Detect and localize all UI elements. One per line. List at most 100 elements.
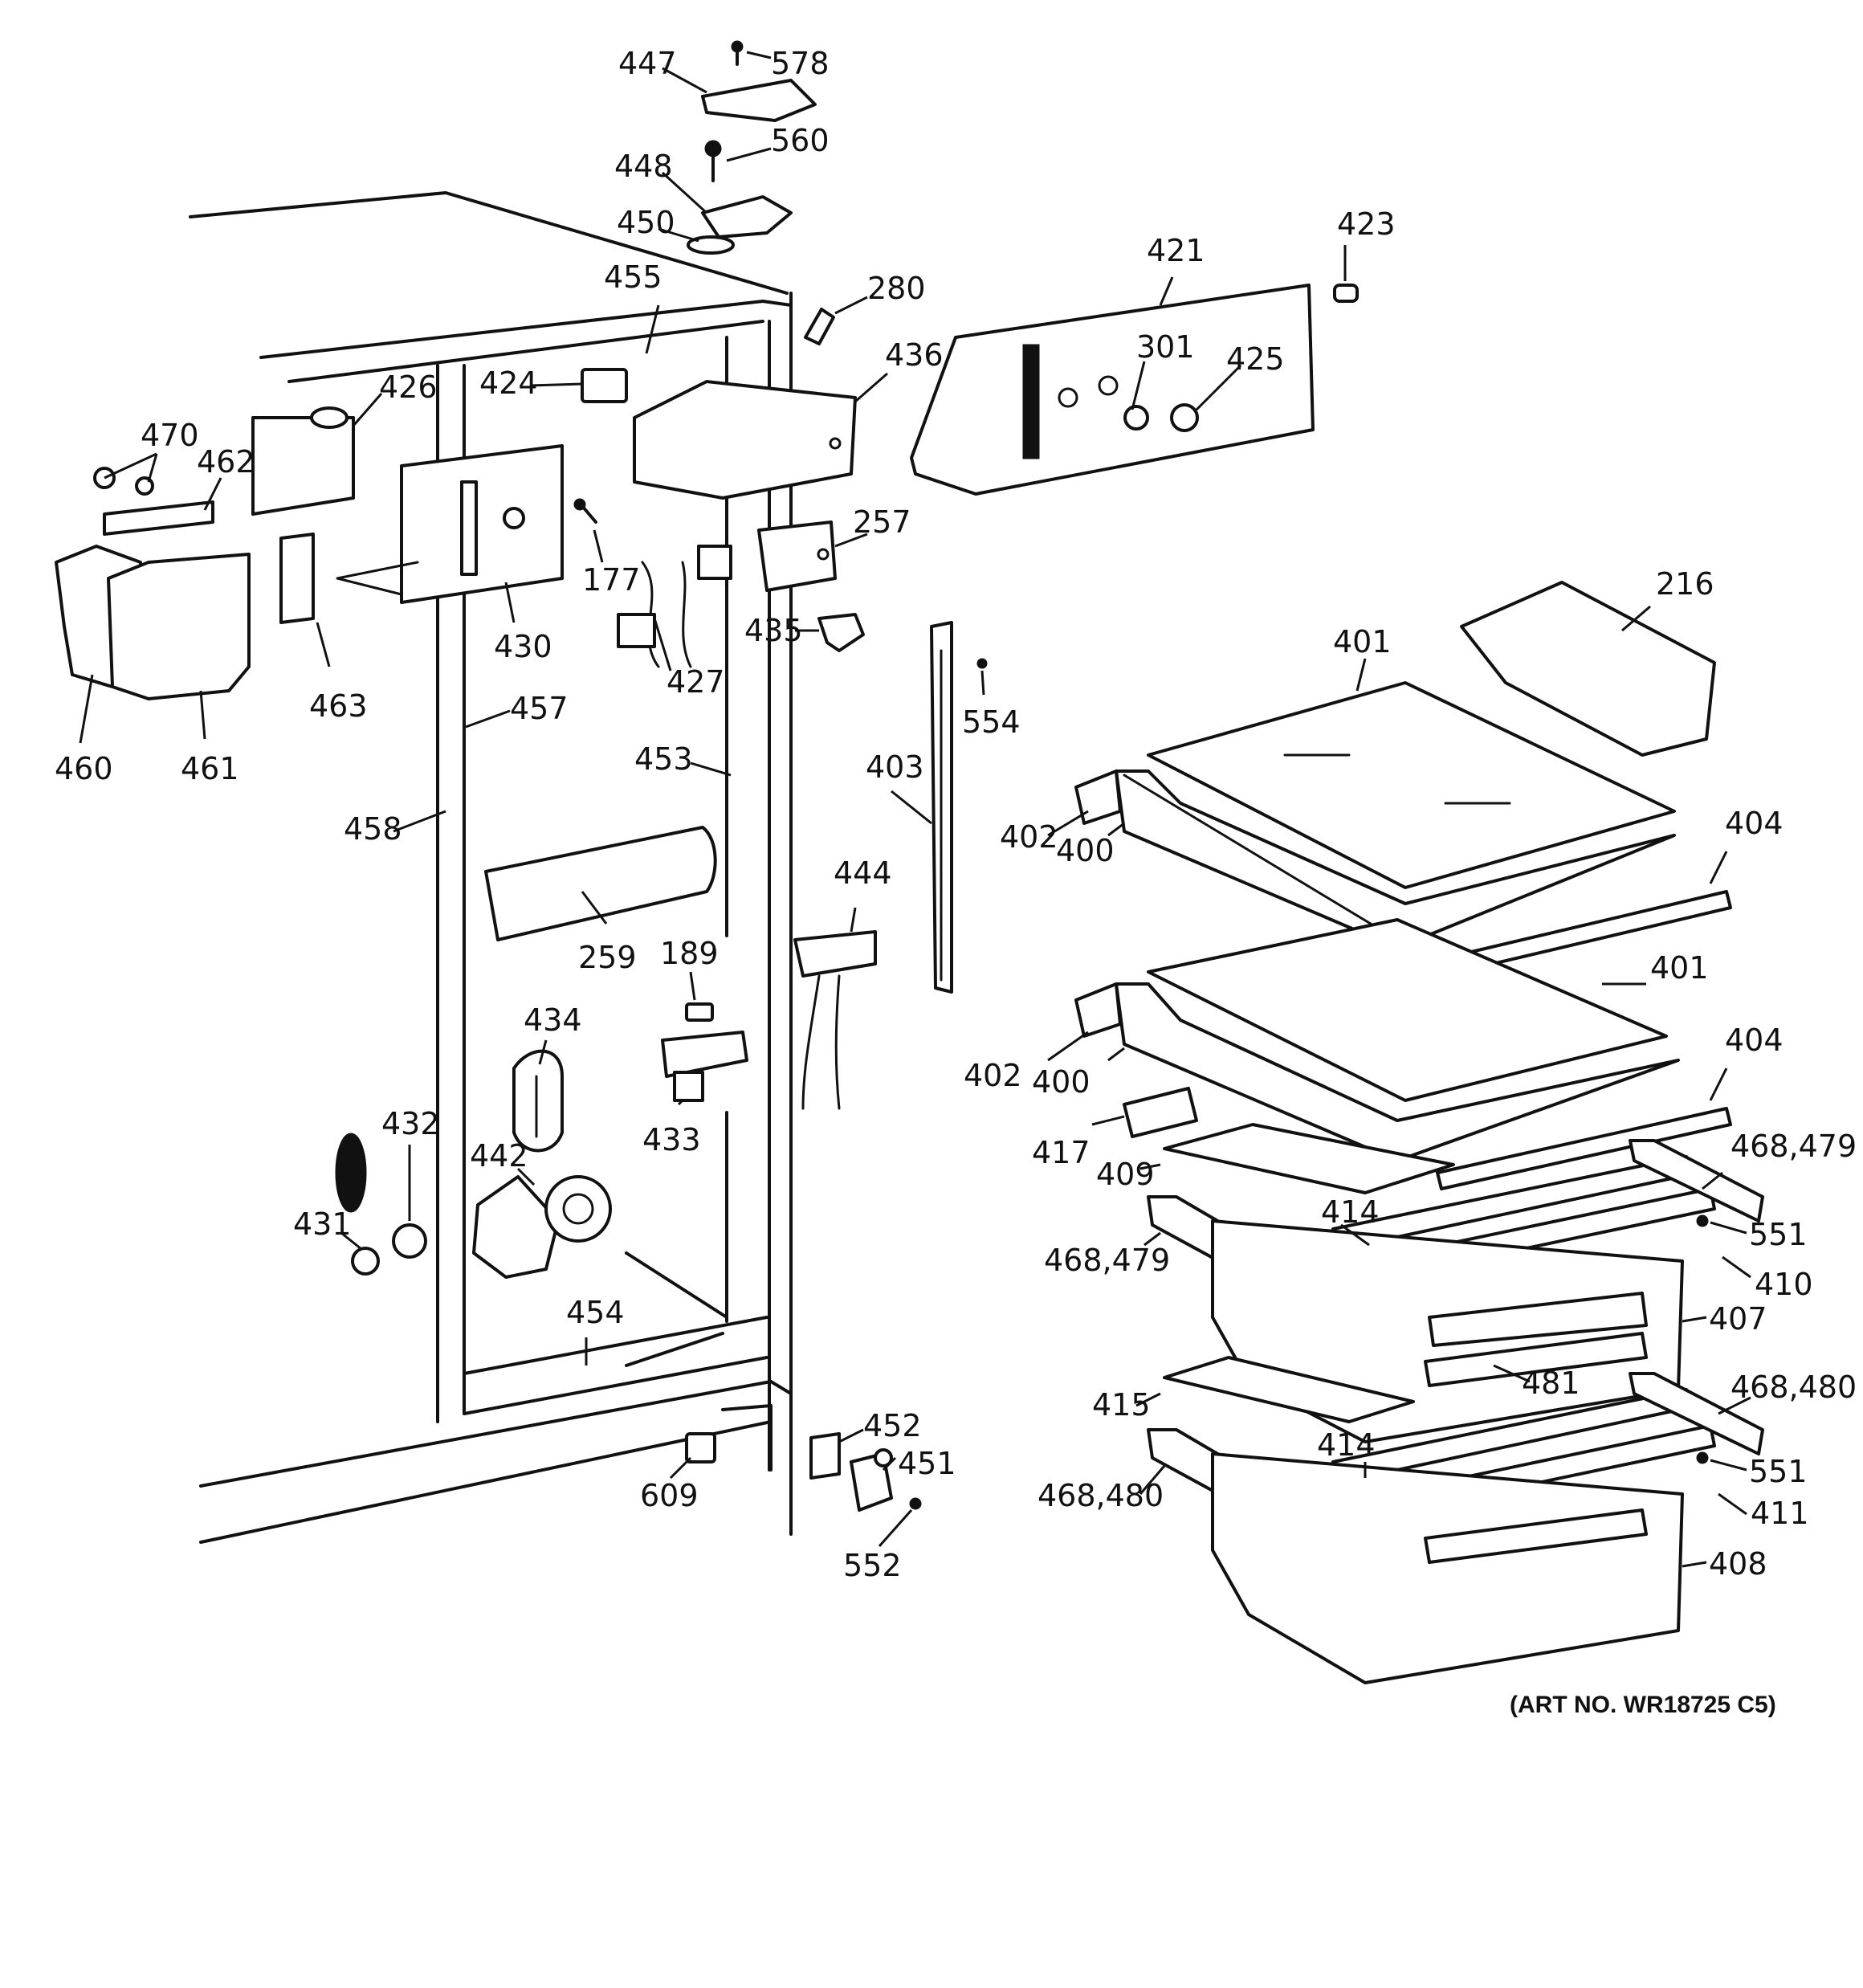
- callout-455: 455: [604, 259, 662, 295]
- callout-177: 177: [582, 562, 641, 598]
- clip-463: [279, 533, 315, 624]
- callout-458: 458: [344, 811, 402, 847]
- callout-417: 417: [1032, 1135, 1090, 1170]
- callout-421: 421: [1147, 233, 1205, 268]
- callout-259: 259: [578, 940, 637, 975]
- bracket-462: [103, 500, 214, 536]
- callout-414-upper: 414: [1321, 1194, 1380, 1230]
- screw-554: [976, 658, 988, 669]
- callout-401-lower: 401: [1650, 950, 1709, 986]
- grommet-432: [335, 1133, 367, 1213]
- callout-425: 425: [1226, 341, 1285, 377]
- callout-301: 301: [1136, 329, 1195, 365]
- lamp-socket-444: [793, 930, 877, 1110]
- callout-468-480-left: 468,480: [1037, 1478, 1164, 1513]
- light-switch-433: [661, 1031, 748, 1102]
- callout-451: 451: [898, 1446, 956, 1481]
- callout-410: 410: [1755, 1267, 1813, 1302]
- callout-444: 444: [834, 855, 892, 891]
- middle-shelf-trim: [1436, 1107, 1732, 1190]
- callout-404-upper: 404: [1725, 806, 1784, 841]
- defrost-timer-257: [757, 520, 837, 592]
- hinge-cover: [701, 79, 817, 122]
- callout-257: 257: [853, 504, 911, 540]
- leader-lines: [79, 51, 1751, 1568]
- lower-crisper-drawer: [1211, 1452, 1684, 1684]
- callout-431: 431: [293, 1206, 352, 1242]
- callout-447: 447: [618, 46, 677, 81]
- callout-408: 408: [1709, 1546, 1767, 1582]
- callout-454: 454: [566, 1295, 625, 1330]
- callout-435: 435: [744, 613, 803, 648]
- air-duct-430: [336, 444, 564, 604]
- callout-468-479-left: 468,479: [1044, 1243, 1170, 1278]
- callout-407: 407: [1709, 1301, 1767, 1337]
- callout-453: 453: [634, 741, 693, 777]
- upper-drawer-slide-right: [1629, 1139, 1764, 1223]
- callout-415: 415: [1092, 1387, 1151, 1423]
- callout-423: 423: [1337, 206, 1396, 242]
- callout-402-upper: 402: [1000, 819, 1058, 855]
- callout-216: 216: [1656, 566, 1714, 602]
- middle-shelf-support: [1074, 982, 1122, 1038]
- callout-403: 403: [866, 749, 924, 785]
- callout-409: 409: [1096, 1157, 1155, 1192]
- callout-609: 609: [640, 1478, 699, 1513]
- callout-434: 434: [524, 1002, 582, 1038]
- callout-552: 552: [843, 1548, 902, 1583]
- callout-414-lower: 414: [1317, 1427, 1376, 1463]
- water-valve-434: [512, 1049, 564, 1153]
- upper-shelf-frame: [1115, 769, 1676, 949]
- callout-560: 560: [771, 123, 830, 158]
- callout-labels: 447 578 448 560 450 455 280 421 423 426 …: [55, 46, 1857, 1583]
- callout-280: 280: [867, 271, 926, 306]
- callout-462: 462: [197, 444, 255, 480]
- callout-402-lower: 402: [964, 1058, 1022, 1093]
- screw-177: [573, 498, 597, 524]
- light-shield-259: [484, 826, 717, 941]
- callout-460: 460: [55, 751, 113, 786]
- middle-shelf-glass: [1147, 918, 1668, 1102]
- callout-448: 448: [614, 149, 673, 184]
- callout-551-upper: 551: [1749, 1217, 1808, 1252]
- shelf-bracket-417: [1123, 1087, 1198, 1138]
- callout-404-lower: 404: [1725, 1023, 1784, 1058]
- fasteners-470: [93, 467, 154, 496]
- callout-450: 450: [617, 205, 675, 240]
- screw-552: [909, 1497, 922, 1510]
- callout-433: 433: [642, 1122, 701, 1157]
- crisper-cover-glass-415: [1163, 1356, 1415, 1423]
- callout-442: 442: [470, 1138, 528, 1174]
- callout-452: 452: [863, 1408, 922, 1443]
- callout-551-lower: 551: [1749, 1454, 1808, 1489]
- callout-426: 426: [379, 369, 438, 405]
- temperature-control-housing: [910, 284, 1315, 496]
- clip-189: [685, 1002, 714, 1022]
- hinge-451: [850, 1448, 893, 1512]
- ice-dispenser-housing: [55, 545, 251, 700]
- fan-motor-442: [472, 1175, 612, 1279]
- callout-578: 578: [771, 46, 830, 81]
- callout-430: 430: [494, 629, 552, 664]
- callout-189: 189: [660, 936, 719, 971]
- plug-431: [351, 1247, 380, 1276]
- lower-drawer-slide-right: [1629, 1372, 1764, 1455]
- callout-427: 427: [667, 664, 725, 700]
- middle-shelf-frame: [1115, 982, 1680, 1162]
- callout-468-480-right: 468,480: [1731, 1370, 1857, 1405]
- callout-457: 457: [510, 691, 569, 726]
- art-number: (ART NO. WR18725 C5): [1510, 1692, 1776, 1718]
- shelf-ladder-403: [930, 621, 953, 994]
- callout-554: 554: [962, 704, 1021, 740]
- top-hinge: [687, 195, 793, 255]
- cam-609: [685, 1432, 716, 1463]
- hinge-bracket-452: [809, 1432, 841, 1480]
- callout-468-479-right: 468,479: [1731, 1129, 1857, 1164]
- screw-560: [704, 140, 722, 182]
- light-bulb-280: [804, 308, 835, 345]
- fan-shroud-436: [633, 380, 857, 500]
- callout-401-upper: 401: [1333, 624, 1392, 659]
- callout-463: 463: [309, 688, 368, 724]
- callout-461: 461: [181, 751, 239, 786]
